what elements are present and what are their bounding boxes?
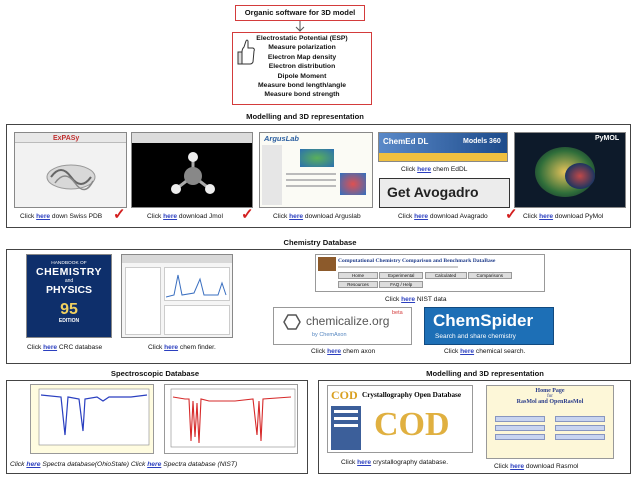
check-icon: ✓ [241, 206, 254, 223]
crc-caption: Click here CRC database [27, 344, 103, 351]
check-icon: ✓ [113, 206, 126, 223]
chemfinder-caption: Click here chem finder. [148, 344, 216, 351]
chemfinder-thumbnail[interactable] [121, 254, 233, 338]
nist-menu-item[interactable]: Resources [338, 281, 378, 288]
nist-title: Computational Chemistry Comparison and B… [338, 258, 496, 264]
rasmol-link[interactable]: here [510, 463, 525, 470]
cod-thumbnail[interactable]: COD Crystallography Open Database COD [327, 385, 473, 453]
chemspider-caption: Click here chemical search. [444, 348, 526, 355]
pymol-link[interactable]: here [539, 213, 554, 220]
modelling2-title: Modelling and 3D representation [426, 369, 544, 378]
ohio-spectrum-thumbnail[interactable] [30, 384, 154, 454]
avogadro-thumbnail[interactable]: Get Avogadro [379, 178, 510, 208]
spectro-title: Spectroscopic Database [110, 369, 200, 378]
jmol-link[interactable]: here [163, 213, 178, 220]
swiss-caption: Click here down Swiss PDB [20, 213, 103, 220]
cod-small-logo: COD [331, 388, 358, 402]
cod-link[interactable]: here [357, 459, 372, 466]
chemspider-logo: ChemSpider [433, 311, 534, 330]
nist-menu-item[interactable]: Comparisons [467, 272, 512, 279]
swiss-link[interactable]: here [36, 213, 51, 220]
chemspider-thumbnail[interactable]: ChemSpider Search and share chemistry [424, 307, 554, 345]
cod-caption: Click here crystallography database. [341, 459, 449, 466]
chemed-thumbnail[interactable]: ChemEd DL Models 360 [378, 132, 508, 162]
property-item: Electron Map density [267, 53, 337, 61]
chemicalize-by: by ChemAxon [312, 332, 347, 338]
protein-icon [46, 164, 96, 191]
spectrum-icon [166, 274, 227, 298]
chemaxon-caption: Click here chem axon [311, 348, 376, 355]
nist-caption: Click here NIST data [385, 296, 447, 303]
arguslab-caption: Click here download Arguslab [273, 213, 361, 220]
chemistry-title: Chemistry Database [283, 238, 357, 247]
spectro-caption: Click here Spectra database(OhioState) C… [10, 461, 238, 468]
avogadro-logo: Get Avogadro [387, 184, 479, 200]
nist-menu-item[interactable]: Home [338, 272, 378, 279]
jmol-thumbnail[interactable] [131, 132, 253, 208]
chemicalize-thumbnail[interactable]: chemicalize.org beta by ChemAxon [273, 307, 412, 345]
nist-menu-item[interactable]: Experimental [379, 272, 424, 279]
rasmol-title: Home Page [535, 388, 565, 394]
avogadro-link[interactable]: here [414, 213, 429, 220]
rasmol-caption: Click here download Rasmol [494, 463, 579, 470]
nist-link[interactable]: here [401, 296, 416, 303]
nist-spectra-link[interactable]: here [147, 461, 162, 468]
crc-book-thumbnail[interactable]: HANDBOOK OF CHEMISTRY and PHYSICS 95 EDI… [26, 254, 112, 338]
property-item: Measure bond strength [264, 91, 340, 99]
chemicalize-logo: chemicalize.org [306, 314, 390, 328]
property-item: Measure bond length/angle [258, 82, 346, 90]
properties-box: Electrostatic Potential (ESP) Measure po… [232, 32, 372, 105]
check-icon: ✓ [505, 206, 518, 223]
chemedl-caption: Click here chem EdDL [401, 166, 468, 173]
chemspider-link[interactable]: here [460, 348, 475, 355]
property-item: Dipole Moment [277, 72, 327, 80]
rasmol-thumbnail[interactable]: Home Page for RasMol and OpenRasMol [486, 385, 614, 459]
nist-spectrum-plot [170, 388, 296, 448]
avogadro-caption: Click here download Avagrado [398, 213, 488, 220]
ohio-spectra-link[interactable]: here [26, 461, 41, 468]
arrow-down-icon [295, 21, 305, 32]
chemed-logo: ChemEd DL [383, 137, 429, 146]
nist-menu-item[interactable]: Calculated [424, 272, 467, 279]
jmol-caption: Click here download Jmol [147, 213, 223, 220]
nist-menu-item[interactable]: FAQ / Help [379, 281, 424, 288]
models-label: Models 360 [463, 138, 501, 145]
chemspider-tagline: Search and share chemistry [435, 333, 516, 340]
expasy-logo: ExPASy [53, 135, 80, 142]
expasy-thumbnail[interactable]: ExPASy [14, 132, 127, 208]
nist-spectrum-thumbnail[interactable] [164, 384, 298, 454]
top-title: Organic software for 3D model [244, 8, 356, 17]
property-item: Measure polarization [268, 44, 336, 52]
chemedl-link[interactable]: here [417, 166, 432, 173]
property-item: Electrostatic Potential (ESP) [256, 35, 348, 42]
ohio-spectrum-plot [38, 388, 150, 446]
crc-link[interactable]: here [43, 344, 58, 351]
chemicalize-beta: beta [392, 310, 403, 316]
top-title-box: Organic software for 3D model [235, 5, 365, 21]
modelling-title: Modelling and 3D representation [246, 112, 364, 121]
chemfinder-link[interactable]: here [164, 344, 179, 351]
pymol-logo: PyMOL [595, 135, 620, 142]
property-item: Electron distribution [268, 63, 336, 71]
thumbs-up-icon [237, 39, 255, 65]
pymol-caption: Click here download PyMol [523, 213, 604, 220]
cod-big-logo: COD [374, 406, 450, 443]
molecule-icon [171, 152, 215, 194]
nist-thumbnail[interactable]: Computational Chemistry Comparison and B… [315, 254, 545, 292]
arguslab-thumbnail[interactable]: ArgusLab [259, 132, 373, 208]
chemaxon-link[interactable]: here [327, 348, 342, 355]
hexagon-icon [283, 314, 301, 330]
arguslab-link[interactable]: here [289, 213, 304, 220]
arguslab-logo: ArgusLab [264, 134, 300, 143]
cod-title: Crystallography Open Database [362, 391, 462, 399]
pymol-thumbnail[interactable]: PyMOL [514, 132, 626, 208]
